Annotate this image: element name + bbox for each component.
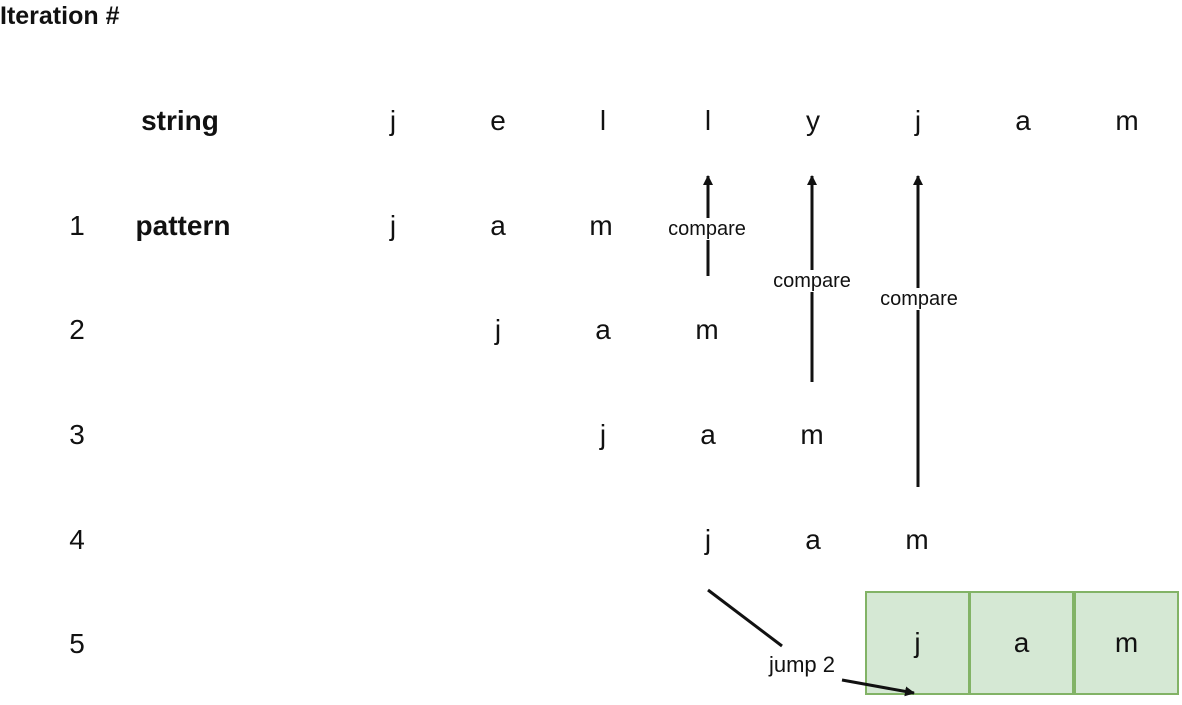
pattern-char: m [695,314,719,345]
pattern-char: m [905,524,929,555]
iteration-number: 5 [69,628,85,659]
string-char: a [1015,105,1031,136]
pattern-char: a [595,314,611,345]
jump-arrow-line [707,588,783,648]
pattern-char: j [914,627,921,658]
pattern-char: a [1013,627,1030,658]
highlight-cell: a [969,591,1074,695]
pattern-label: pattern [135,210,231,241]
pattern-char: m [1114,627,1139,658]
compare-label: compare [878,288,960,310]
pattern-char: a [490,210,506,241]
highlight-cell: m [1074,591,1179,695]
iteration-number: 4 [69,524,85,555]
iteration-number: 3 [69,419,85,450]
string-char: j [389,105,397,136]
jump-label: jump 2 [765,653,839,677]
string-char: y [806,105,820,136]
pattern-char: a [700,419,716,450]
pattern-char: j [704,524,712,555]
compare-label: compare [771,270,853,292]
pattern-char: j [599,419,607,450]
string-label: string [141,105,219,136]
jump-arrow [841,678,915,697]
compare-label: compare [666,218,748,240]
string-char: l [704,105,712,136]
pattern-char: j [389,210,397,241]
iteration-number: 1 [69,210,85,241]
string-char: m [1115,105,1139,136]
iteration-number: 2 [69,314,85,345]
string-char: j [914,105,922,136]
pattern-char: j [494,314,502,345]
pattern-char: m [800,419,824,450]
string-char: e [490,105,506,136]
pattern-char: a [805,524,821,555]
highlight-cell: j [865,591,970,695]
pattern-char: m [589,210,613,241]
string-char: l [599,105,607,136]
iteration-header: Iteration # [0,2,120,30]
